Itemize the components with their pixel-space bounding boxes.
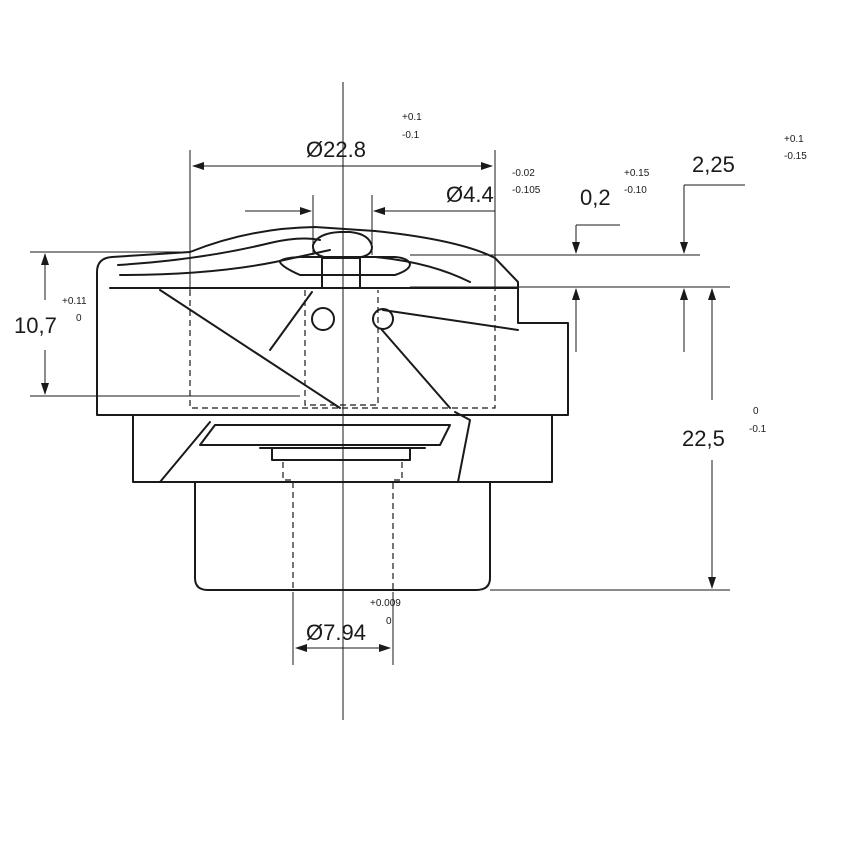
dim-outer-diameter-value: Ø22.8: [306, 137, 366, 162]
middle-step: [271, 447, 411, 461]
lower-shaft: [194, 481, 491, 591]
dim-gap-value: 0,2: [580, 185, 611, 210]
pin-hole-left: [311, 307, 335, 331]
dim-top-offset-tol-lower: -0.15: [784, 151, 807, 162]
dim-total-height: 22,5 0 -0.1: [490, 288, 767, 591]
dim-outer-diameter: Ø22.8 +0.1 -0.1: [189, 112, 496, 290]
dim-top-offset-value: 2,25: [692, 152, 735, 177]
dim-shaft-diameter-tol-upper: +0.009: [370, 598, 401, 609]
middle-wedge: [199, 424, 451, 446]
dim-gap: 0,2 +0.15 -0.10: [410, 168, 730, 352]
dim-gap-tol-lower: -0.10: [624, 185, 647, 196]
dim-total-height-tol-upper: 0: [753, 406, 759, 417]
needle-head: [311, 231, 373, 259]
dim-top-offset: 2,25 +0.1 -0.15: [680, 134, 807, 352]
hidden-shaft: [282, 462, 403, 590]
dim-outer-diameter-tol-upper: +0.1: [402, 112, 422, 123]
middle-diagonal-right: [454, 411, 471, 483]
needle-slot: [279, 256, 411, 276]
dim-outer-diameter-tol-lower: -0.1: [402, 130, 420, 141]
upper-body: [96, 226, 569, 416]
middle-diagonal-left: [159, 421, 211, 483]
diagonal-1: [159, 289, 341, 409]
diagonal-2: [269, 291, 313, 351]
dim-left-height-tol-lower: 0: [76, 313, 82, 324]
dim-left-height: 10,7 +0.11 0: [14, 251, 300, 397]
dim-gap-tol-upper: +0.15: [624, 168, 650, 179]
part-outline: [96, 82, 569, 720]
hidden-slot: [304, 290, 379, 406]
dim-hole-diameter-tol-upper: -0.02: [512, 168, 535, 179]
dim-total-height-tol-lower: -0.1: [749, 424, 767, 435]
top-bevel: [117, 237, 321, 266]
dim-shaft-diameter-value: Ø7.94: [306, 620, 366, 645]
top-bevel-2: [119, 249, 331, 276]
dim-shaft-diameter-tol-lower: 0: [386, 616, 392, 627]
dim-shaft-diameter: Ø7.94 +0.009 0: [292, 592, 401, 665]
dim-left-height-tol-upper: +0.11: [62, 296, 87, 307]
dim-total-height-value: 22,5: [682, 426, 725, 451]
dim-left-height-value: 10,7: [14, 313, 57, 338]
dim-hole-diameter-tol-lower: -0.105: [512, 185, 541, 196]
hidden-upper-left: [189, 290, 496, 409]
diagonal-3: [381, 329, 451, 409]
top-bevel-3: [374, 256, 471, 283]
dim-hole-diameter-value: Ø4.4: [446, 182, 494, 207]
needle-shank: [321, 257, 361, 289]
diagonal-4: [382, 309, 519, 331]
dim-hole-diameter: Ø4.4 -0.02 -0.105: [245, 168, 541, 255]
middle-band: [132, 414, 553, 483]
dim-top-offset-tol-upper: +0.1: [784, 134, 804, 145]
